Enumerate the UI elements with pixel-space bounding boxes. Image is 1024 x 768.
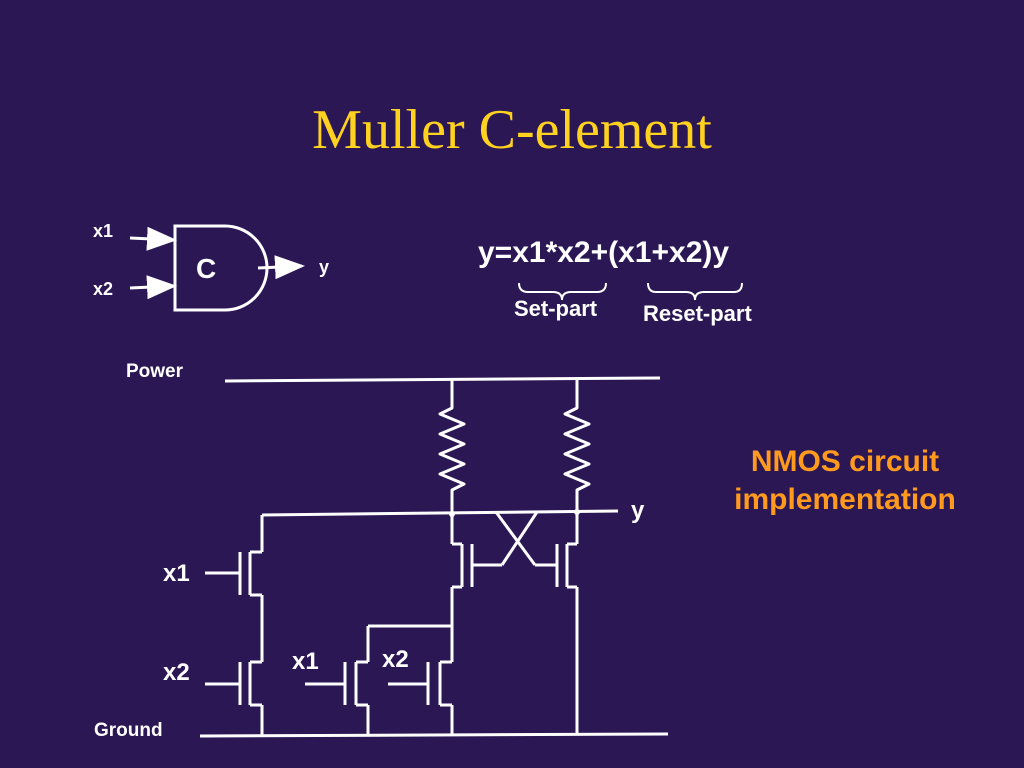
gate-input1-label: x1 [93,221,114,241]
circuit-caption: NMOS circuit implementation [695,443,995,519]
gate-body [173,224,269,312]
caption-line-2: implementation [734,483,956,516]
reset-part-label: Reset-part [643,301,752,326]
gate-output-label: y [319,257,330,277]
pullup-resistor-1 [438,380,466,512]
circuit-output-label: y [631,497,645,524]
t3-gate-label: x1 [292,648,319,675]
t2-gate-label: x2 [163,659,190,686]
reset-part-brace [647,282,743,301]
caption-line-1: NMOS circuit [750,445,940,478]
cross-coupling-2 [494,511,537,566]
gate-symbol-label: C [196,253,217,284]
gate-output-arrow [257,255,305,280]
power-label: Power [126,361,184,382]
gate-input1-arrow [129,226,177,251]
set-part-brace [518,282,607,301]
t4-gate-label: x2 [382,646,409,673]
slide-title: Muller C-element [312,99,712,161]
power-rail [224,376,661,383]
equation: y=x1*x2+(x1+x2)y [478,236,730,269]
ground-rail [199,732,669,738]
t1-gate-label: x1 [163,560,190,587]
gate-input2-arrow [129,275,177,300]
set-part-label: Set-part [514,296,598,321]
cross-coupling-1 [500,511,539,566]
ground-label: Ground [94,720,163,741]
pullup-resistor-2 [563,380,591,512]
gate-input2-label: x2 [93,279,114,299]
output-junction-dot [449,511,455,517]
output-wire [261,509,619,517]
